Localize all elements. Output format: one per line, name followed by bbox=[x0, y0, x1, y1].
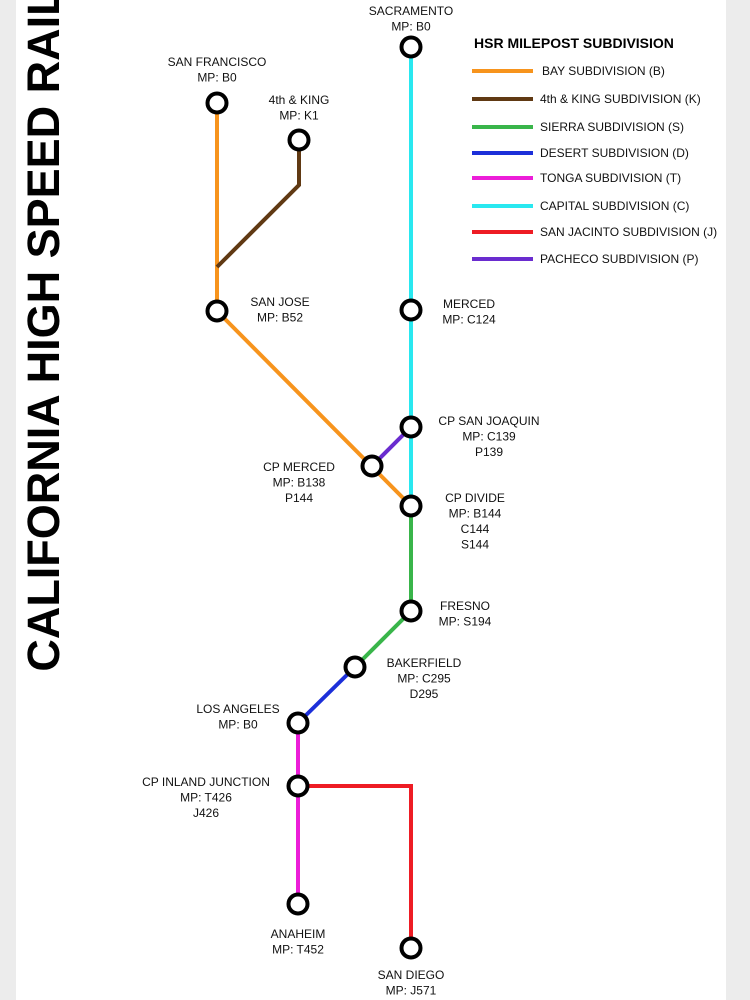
station-label-san-diego: SAN DIEGO MP: J571 bbox=[378, 968, 445, 998]
station-milepost: P139 bbox=[475, 445, 503, 459]
station-marker-bakerfield[interactable] bbox=[343, 655, 367, 679]
station-marker-san-francisco[interactable] bbox=[205, 91, 229, 115]
station-label-fresno: FRESNO MP: S194 bbox=[439, 599, 492, 629]
legend-label-tonga: TONGA SUBDIVISION (T) bbox=[540, 171, 681, 185]
station-marker-san-jose[interactable] bbox=[205, 299, 229, 323]
station-label-sacramento: SACRAMENTO MP: B0 bbox=[369, 4, 453, 34]
station-name: LOS ANGELES bbox=[196, 702, 279, 716]
legend-label-capital: CAPITAL SUBDIVISION (C) bbox=[540, 199, 689, 213]
stations-layer bbox=[205, 35, 423, 960]
station-milepost: MP: B0 bbox=[218, 718, 258, 732]
station-name: SAN DIEGO bbox=[378, 968, 445, 982]
station-milepost: MP: C139 bbox=[462, 430, 516, 444]
station-marker-los-angeles[interactable] bbox=[286, 711, 310, 735]
station-name: SAN FRANCISCO bbox=[168, 55, 267, 69]
station-marker-fresno[interactable] bbox=[399, 599, 423, 623]
station-marker-cp-merced[interactable] bbox=[360, 454, 384, 478]
legend-title: HSR MILEPOST SUBDIVISION bbox=[474, 35, 674, 51]
station-name: CP DIVIDE bbox=[445, 491, 505, 505]
station-milepost: S144 bbox=[461, 538, 489, 552]
station-name: 4th & KING bbox=[269, 93, 330, 107]
station-marker-cp-divide[interactable] bbox=[399, 494, 423, 518]
segment-desert-bakerfield-los-angeles bbox=[296, 665, 357, 725]
station-milepost: MP: T452 bbox=[272, 943, 324, 957]
station-label-los-angeles: LOS ANGELES MP: B0 bbox=[196, 702, 279, 732]
station-milepost: MP: B0 bbox=[197, 71, 237, 85]
station-milepost: MP: C295 bbox=[397, 672, 451, 686]
station-marker-sacramento[interactable] bbox=[399, 35, 423, 59]
station-label-merced: MERCED MP: C124 bbox=[442, 297, 496, 327]
station-milepost: MP: B52 bbox=[257, 311, 303, 325]
station-name: BAKERFIELD bbox=[387, 656, 462, 670]
station-marker-san-diego[interactable] bbox=[399, 936, 423, 960]
station-milepost: MP: S194 bbox=[439, 615, 492, 629]
station-milepost: MP: J571 bbox=[386, 984, 437, 998]
station-marker-merced[interactable] bbox=[399, 298, 423, 322]
labels-layer: SACRAMENTO MP: B0 SAN FRANCISCO MP: B0 4th &… bbox=[142, 4, 539, 998]
station-name: CP MERCED bbox=[263, 460, 335, 474]
station-name: SAN JOSE bbox=[250, 295, 309, 309]
station-milepost: MP: B0 bbox=[391, 20, 431, 34]
segment-jacinto-cp-inland-junction-san-diego bbox=[298, 784, 413, 948]
station-milepost: MP: B144 bbox=[449, 507, 502, 521]
station-name: MERCED bbox=[443, 297, 495, 311]
lines-layer bbox=[215, 47, 413, 948]
station-milepost: P144 bbox=[285, 491, 313, 505]
station-marker-cp-inland-junction[interactable] bbox=[286, 774, 310, 798]
map-sheet bbox=[16, 0, 726, 1000]
station-marker-cp-san-joaquin[interactable] bbox=[399, 415, 423, 439]
legend-label-bay: BAY SUBDIVISION (B) bbox=[542, 64, 665, 78]
station-marker-anaheim[interactable] bbox=[286, 892, 310, 916]
station-milepost: MP: K1 bbox=[279, 109, 319, 123]
station-label-anaheim: ANAHEIM MP: T452 bbox=[271, 927, 326, 957]
station-name: ANAHEIM bbox=[271, 927, 326, 941]
station-label-san-jose: SAN JOSE MP: B52 bbox=[250, 295, 309, 325]
legend-label-jacinto: SAN JACINTO SUBDIVISION (J) bbox=[540, 225, 717, 239]
segment-sierra-cp-divide-bakerfield bbox=[353, 506, 413, 669]
station-label-4th-king: 4th & KING MP: K1 bbox=[269, 93, 330, 123]
station-label-san-francisco: SAN FRANCISCO MP: B0 bbox=[168, 55, 267, 85]
legend-label-pacheco: PACHECO SUBDIVISION (P) bbox=[540, 252, 698, 266]
station-marker-4th-king[interactable] bbox=[287, 128, 311, 152]
legend-label-sierra: SIERRA SUBDIVISION (S) bbox=[540, 120, 684, 134]
station-name: FRESNO bbox=[440, 599, 490, 613]
segment-king-4th-king-bay-junction bbox=[215, 140, 301, 269]
legend: HSR MILEPOST SUBDIVISION BAY SUBDIVISION… bbox=[472, 35, 717, 266]
station-name: CP SAN JOAQUIN bbox=[438, 414, 539, 428]
station-name: SACRAMENTO bbox=[369, 4, 453, 18]
station-milepost: D295 bbox=[410, 687, 439, 701]
station-milepost: MP: C124 bbox=[442, 313, 496, 327]
station-milepost: MP: T426 bbox=[180, 791, 232, 805]
legend-label-desert: DESERT SUBDIVISION (D) bbox=[540, 146, 689, 160]
legend-label-king: 4th & KING SUBDIVISION (K) bbox=[540, 92, 701, 106]
station-milepost: C144 bbox=[461, 522, 490, 536]
station-milepost: J426 bbox=[193, 806, 219, 820]
station-milepost: MP: B138 bbox=[273, 476, 326, 490]
station-name: CP INLAND JUNCTION bbox=[142, 775, 270, 789]
